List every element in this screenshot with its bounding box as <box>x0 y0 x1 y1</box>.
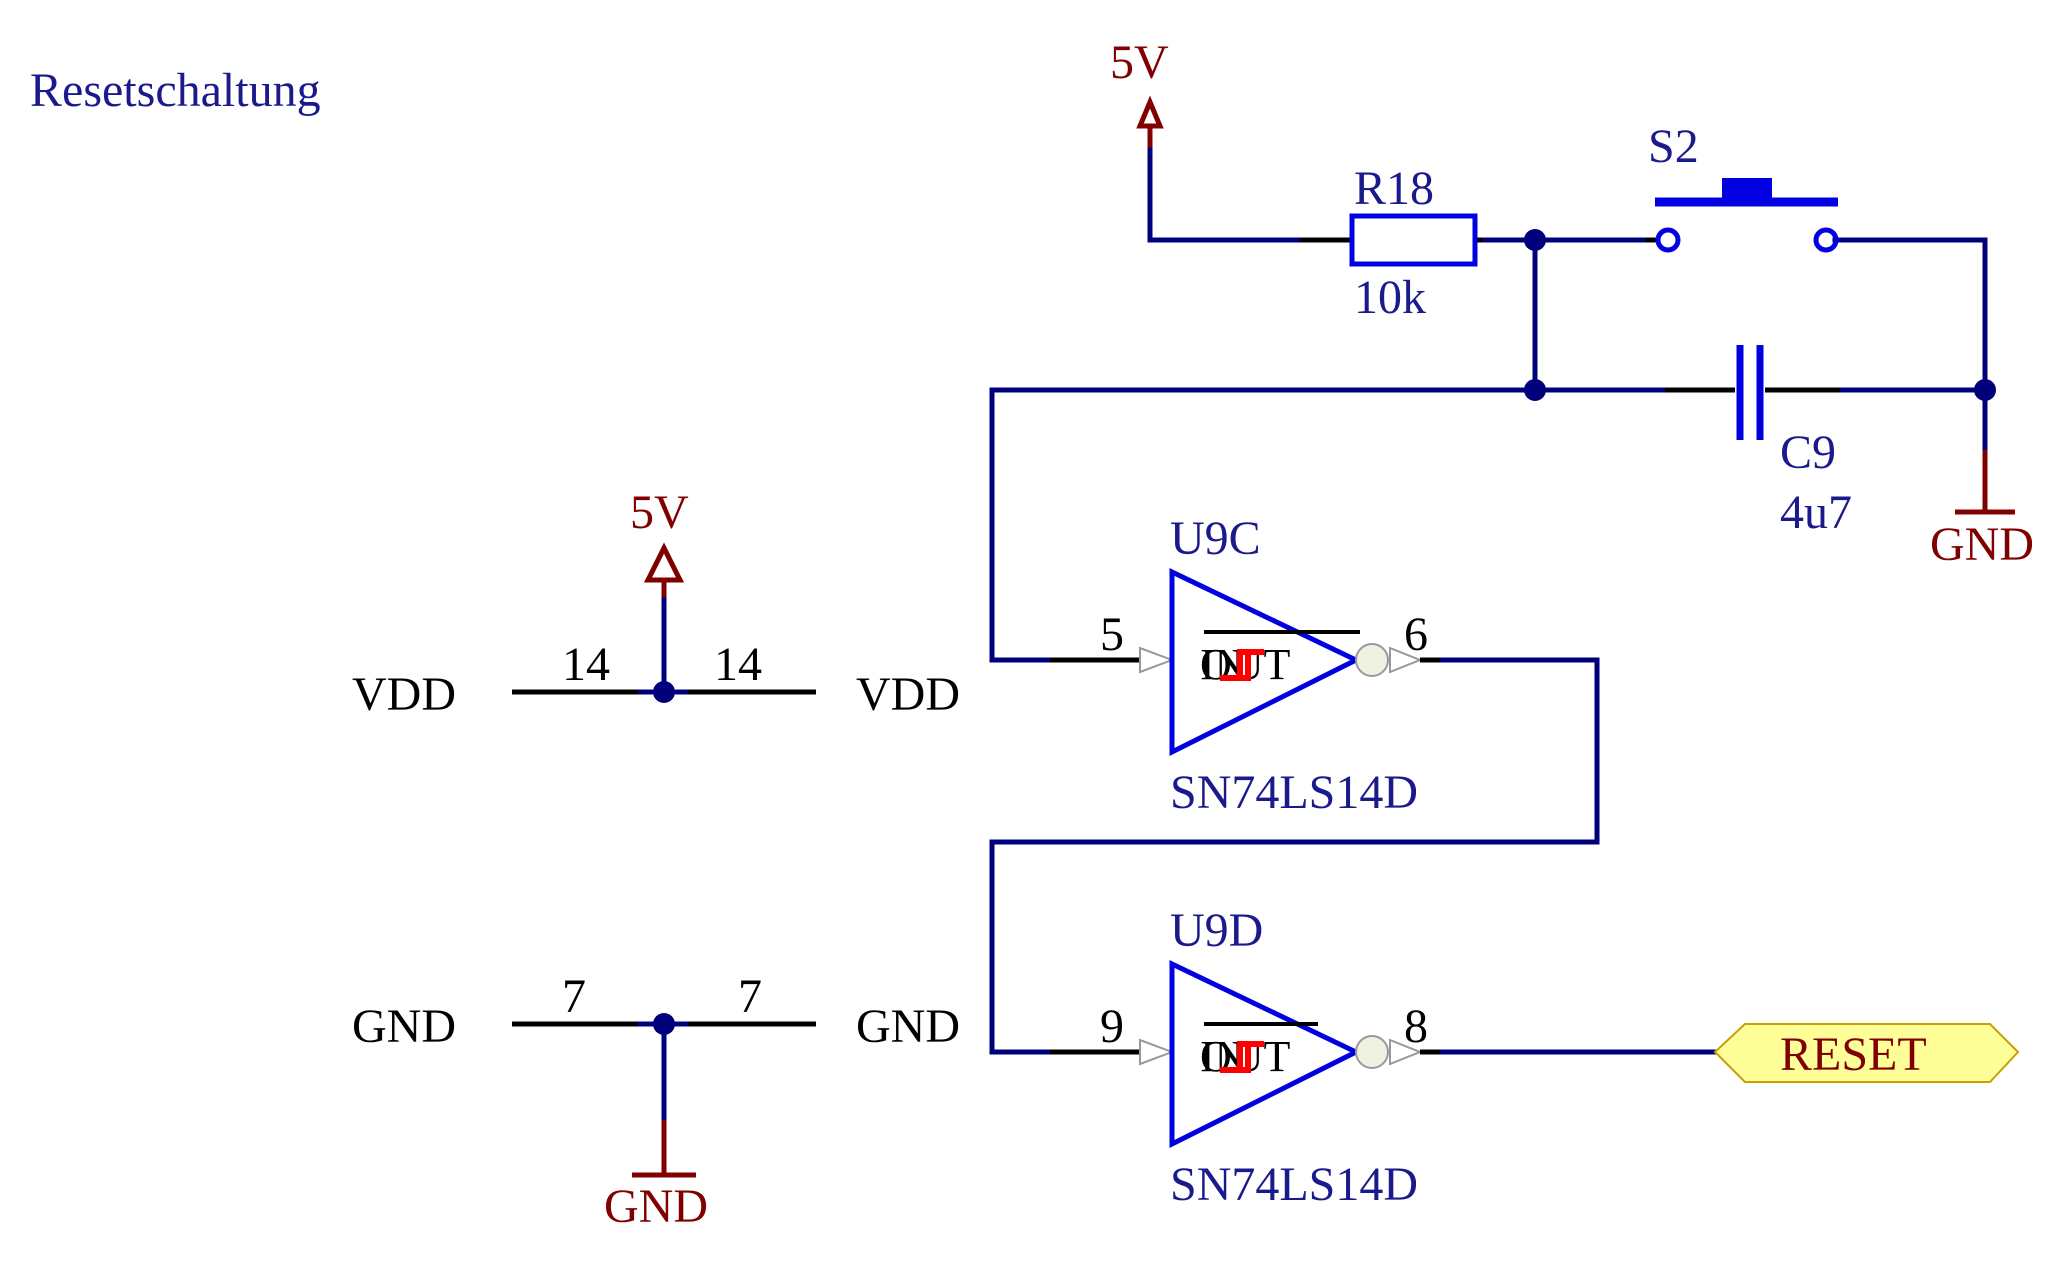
power-label-5v-left: 5V <box>630 486 689 539</box>
power-label-gnd-left: GND <box>604 1180 708 1233</box>
junction-r18-s2 <box>1524 229 1546 251</box>
vdd-pin-left: 14 <box>562 638 610 691</box>
gate-u9c-pin-out: 6 <box>1404 608 1428 661</box>
gate-u9d-part: SN74LS14D <box>1170 1158 1418 1211</box>
power-label-gnd-right: GND <box>1930 518 2034 571</box>
resistor-r18: R18 10k <box>1300 162 1482 324</box>
net-label-reset: RESET <box>1713 1023 2020 1083</box>
gate-u9c-pin-in: 5 <box>1100 608 1124 661</box>
power-port-5v-top: 5V <box>1110 36 1169 150</box>
switch-s2: S2 <box>1645 120 1839 253</box>
wires <box>989 147 1988 1055</box>
gate-u9c-part: SN74LS14D <box>1170 766 1418 819</box>
vdd-label-right: VDD <box>856 668 960 721</box>
gate-u9d: IN OUT 9 8 U9D SN74LS14D <box>1050 904 1440 1211</box>
gate-u9d-ref: U9D <box>1170 904 1263 957</box>
capacitor-ref: C9 <box>1780 426 1836 479</box>
vdd-supply-pins: VDD VDD 14 14 <box>352 638 960 721</box>
resistor-ref: R18 <box>1354 162 1434 215</box>
power-port-5v-left: 5V <box>630 486 689 695</box>
vdd-label-left: VDD <box>352 668 456 721</box>
vdd-pin-right: 14 <box>714 638 762 691</box>
gnd-pin-left: 7 <box>562 970 586 1023</box>
capacitor-c9: C9 4u7 <box>1665 345 1852 539</box>
junction-c9-right <box>1974 379 1996 401</box>
power-port-gnd-right: GND <box>1930 450 2034 571</box>
gate-u9c: IN OUT 5 6 U9C SN74LS14D <box>1050 512 1440 819</box>
gnd-supply-pins: GND GND 7 7 GND <box>352 970 960 1233</box>
power-label-5v-top: 5V <box>1110 36 1169 89</box>
capacitor-value: 4u7 <box>1780 486 1852 539</box>
schematic-title: Resetschaltung <box>30 64 321 117</box>
net-label-reset-text: RESET <box>1780 1028 1927 1081</box>
gate-u9c-ref: U9C <box>1170 512 1261 565</box>
gnd-pin-right: 7 <box>738 970 762 1023</box>
gnd-label-left: GND <box>352 1000 456 1053</box>
resistor-value: 10k <box>1354 271 1426 324</box>
junction-c9-left <box>1524 379 1546 401</box>
gate-u9d-pin-in: 9 <box>1100 1000 1124 1053</box>
gnd-label-right: GND <box>856 1000 960 1053</box>
gate-u9d-pin-out: 8 <box>1404 1000 1428 1053</box>
switch-ref: S2 <box>1648 120 1699 173</box>
